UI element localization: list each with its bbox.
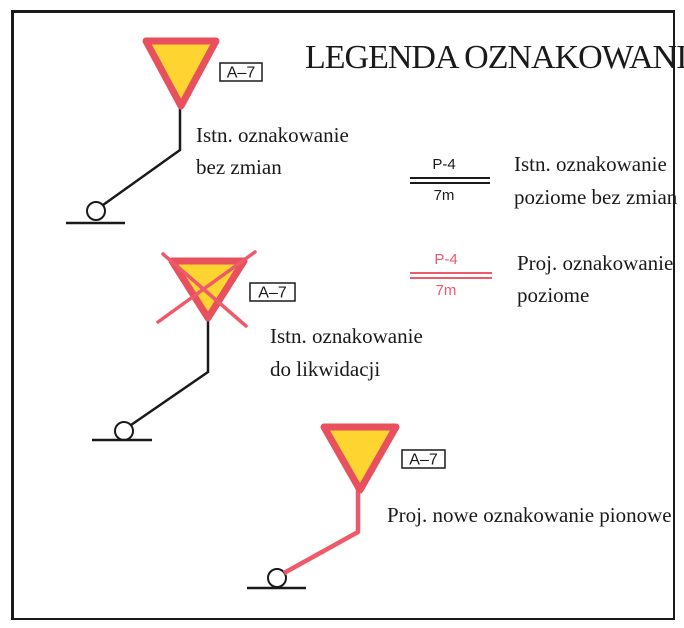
marking-proposed-width: 7m <box>436 282 457 299</box>
sign-existing-label-line1: Istn. oznakowanie <box>196 123 349 147</box>
sign-existing-code-box <box>219 62 263 82</box>
marking-existing: P-4 7m Istn. oznakowanie poziome bez zmi… <box>410 152 678 209</box>
legend-frame <box>11 10 675 620</box>
sign-proposed-label: Proj. nowe oznakowanie pionowe <box>387 503 672 527</box>
sign-to-remove: A–7 Istn. oznakowanie do likwidacji <box>92 250 423 442</box>
legend-title: LEGENDA OZNAKOWANIA <box>305 39 684 76</box>
sign-existing-foot <box>86 201 106 221</box>
sign-existing-label-line2: bez zmian <box>196 155 282 179</box>
sign-proposed-code-box <box>401 449 446 469</box>
sign-to-remove-foot <box>114 421 134 441</box>
give-way-sign-icon <box>320 423 400 494</box>
sign-existing: A–7 Istn. oznakowanie bez zmian <box>66 37 349 225</box>
marking-proposed-label-line2: poziome <box>517 283 589 307</box>
marking-proposed-label-line1: Proj. oznakowanie <box>517 251 673 275</box>
marking-proposed-code: P-4 <box>434 251 457 268</box>
sign-existing-code: A–7 <box>227 65 256 82</box>
marking-existing-width: 7m <box>434 187 455 204</box>
cross-out-icon <box>156 250 257 324</box>
sign-to-remove-post <box>130 317 210 427</box>
sign-to-remove-label-line1: Istn. oznakowanie <box>270 324 423 348</box>
marking-proposed: P-4 7m Proj. oznakowanie poziome <box>410 251 673 307</box>
marking-existing-code: P-4 <box>432 156 455 173</box>
marking-existing-label-line1: Istn. oznakowanie <box>514 152 667 176</box>
sign-to-remove-code-box <box>249 282 296 302</box>
sign-proposed-post <box>282 489 361 575</box>
sign-existing-post <box>102 106 182 207</box>
sign-proposed-foot <box>267 568 287 588</box>
sign-proposed-code: A–7 <box>409 452 438 469</box>
sign-to-remove-code: A–7 <box>258 285 287 302</box>
sign-proposed: A–7 Proj. nowe oznakowanie pionowe <box>247 423 672 590</box>
give-way-sign-icon <box>142 37 220 110</box>
sign-to-remove-label-line2: do likwidacji <box>270 357 380 381</box>
marking-existing-label-line2: poziome bez zmian <box>514 185 678 209</box>
